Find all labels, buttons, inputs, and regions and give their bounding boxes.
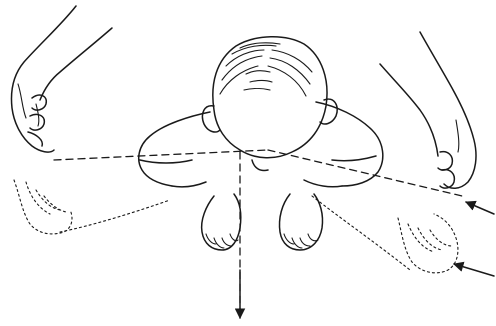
- right-hand-drawing: [380, 32, 476, 188]
- person-drawing: [139, 37, 383, 250]
- left-hand-ghost: [14, 180, 170, 234]
- right-hand-ghost: [312, 196, 458, 273]
- arrows: [240, 202, 494, 318]
- right-arrow-upper: [466, 202, 494, 214]
- right-arrow-lower: [454, 264, 494, 276]
- left-hand-drawing: [12, 6, 113, 152]
